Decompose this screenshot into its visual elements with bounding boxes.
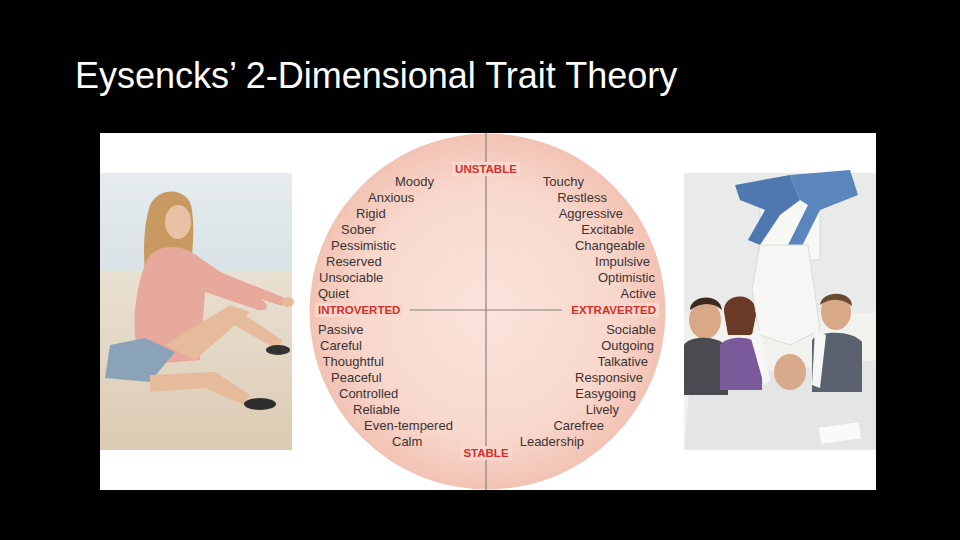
party-photo — [684, 170, 876, 450]
trait-label: Active — [621, 286, 656, 301]
trait-label: Easygoing — [575, 386, 636, 401]
trait-label: Sociable — [606, 322, 656, 337]
trait-label: Impulsive — [595, 254, 650, 269]
white-panel — [100, 133, 876, 490]
trait-label: Aggressive — [559, 206, 623, 221]
trait-label: Pessimistic — [331, 238, 396, 253]
trait-label: Careful — [320, 338, 362, 353]
axis-label: UNSTABLE — [452, 162, 520, 176]
trait-label: Sober — [341, 222, 376, 237]
trait-label: Excitable — [581, 222, 634, 237]
axis-label: STABLE — [460, 446, 511, 460]
trait-label: Reserved — [326, 254, 382, 269]
trait-label: Carefree — [553, 418, 604, 433]
trait-label: Changeable — [575, 238, 645, 253]
trait-label: Quiet — [318, 286, 349, 301]
axis-line — [485, 133, 486, 490]
trait-label: Touchy — [543, 174, 584, 189]
trait-label: Unsociable — [319, 270, 383, 285]
trait-label: Passive — [318, 322, 364, 337]
trait-label: Even-tempered — [364, 418, 453, 433]
trait-label: Talkative — [597, 354, 648, 369]
trait-label: Reliable — [353, 402, 400, 417]
trait-label: Controlled — [339, 386, 398, 401]
trait-label: Rigid — [356, 206, 386, 221]
trait-label: Responsive — [575, 370, 643, 385]
axis-label: EXTRAVERTED — [568, 303, 659, 317]
trait-label: Anxious — [368, 190, 414, 205]
trait-label: Calm — [392, 434, 422, 449]
beach-photo — [100, 173, 294, 450]
trait-circle: UNSTABLE MoodyAnxiousRigidSoberPessimisti… — [309, 133, 666, 490]
trait-label: Outgoing — [601, 338, 654, 353]
trait-label: Moody — [395, 174, 434, 189]
trait-label: Optimistic — [598, 270, 655, 285]
trait-label: Leadership — [520, 434, 584, 449]
axis-line — [410, 309, 562, 310]
trait-label: Peaceful — [331, 370, 382, 385]
slide-title: Eysencks’ 2-Dimensional Trait Theory — [75, 56, 677, 96]
trait-label: Lively — [586, 402, 619, 417]
trait-label: Restless — [557, 190, 607, 205]
axis-label: INTROVERTED — [315, 303, 403, 317]
trait-label: Thoughtful — [323, 354, 384, 369]
